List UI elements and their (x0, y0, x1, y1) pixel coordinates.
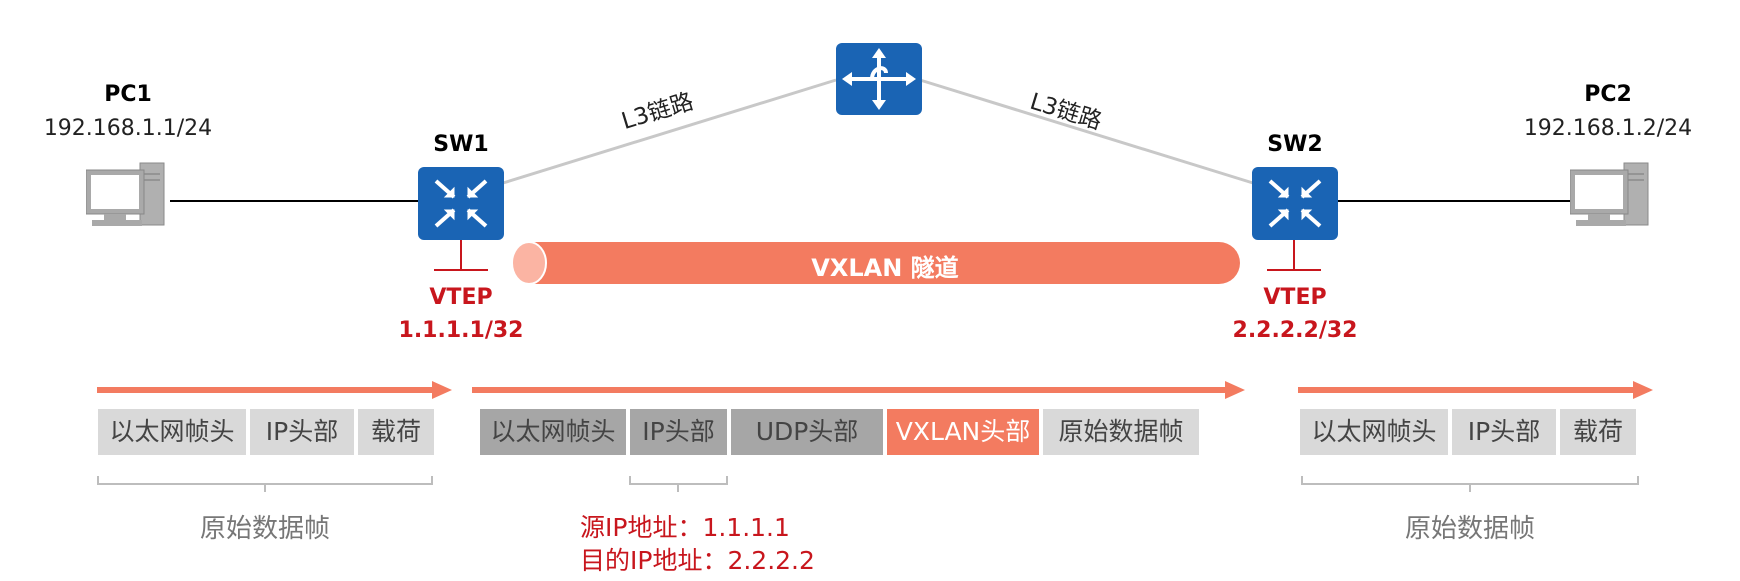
sw1-vtep-label: VTEP (429, 285, 493, 310)
frame-mid-udp-header: UDP头部 (731, 409, 883, 455)
frame-mid-eth-header: 以太网帧头 (480, 409, 626, 455)
outer-src-ip: 源IP地址：1.1.1.1 (580, 513, 790, 542)
pc1-name: PC1 (104, 82, 152, 107)
computer-icon[interactable] (1570, 160, 1656, 230)
bracket-left (97, 476, 433, 492)
sw1-router-link (502, 78, 837, 185)
router-icon[interactable] (836, 43, 922, 115)
router-sw2-link (919, 78, 1254, 185)
computer-icon[interactable] (86, 160, 172, 230)
frame-mid-vxlan-header: VXLAN头部 (887, 409, 1039, 455)
sw2-vtep-label: VTEP (1263, 285, 1327, 310)
outer-dst-ip: 目的IP地址：2.2.2.2 (580, 546, 815, 575)
sw1-vtep-ip: 1.1.1.1/32 (398, 318, 524, 343)
arrow-mid (472, 381, 1245, 399)
pc2-name: PC2 (1584, 82, 1632, 107)
bracket-right (1301, 476, 1639, 492)
sw2-name: SW2 (1267, 132, 1323, 157)
frame-left-ip-header: IP头部 (250, 409, 354, 455)
arrow-right (1298, 381, 1653, 399)
switch-icon[interactable] (418, 167, 504, 240)
frame-left-caption: 原始数据帧 (199, 514, 330, 544)
vtep-marker-sw1 (434, 240, 488, 271)
frame-right-payload: 载荷 (1560, 409, 1636, 455)
vtep-marker-sw2 (1267, 240, 1321, 271)
sw1-name: SW1 (433, 132, 489, 157)
frame-right-ip-header: IP头部 (1452, 409, 1556, 455)
arrow-left (97, 381, 452, 399)
vxlan-tunnel (511, 241, 1240, 285)
sw2-vtep-ip: 2.2.2.2/32 (1232, 318, 1358, 343)
frame-mid-original-frame: 原始数据帧 (1043, 409, 1199, 455)
switch-icon[interactable] (1252, 167, 1338, 240)
frame-right-eth-header: 以太网帧头 (1300, 409, 1448, 455)
frame-left-eth-header: 以太网帧头 (98, 409, 246, 455)
pc1-ip: 192.168.1.1/24 (43, 116, 213, 141)
pc2-ip: 192.168.1.2/24 (1523, 116, 1693, 141)
bracket-ip-header (629, 476, 728, 492)
frame-mid-ip-header: IP头部 (630, 409, 727, 455)
frame-left-payload: 载荷 (358, 409, 434, 455)
frame-right-caption: 原始数据帧 (1404, 514, 1535, 544)
tunnel-label: VXLAN 隧道 (811, 254, 959, 282)
